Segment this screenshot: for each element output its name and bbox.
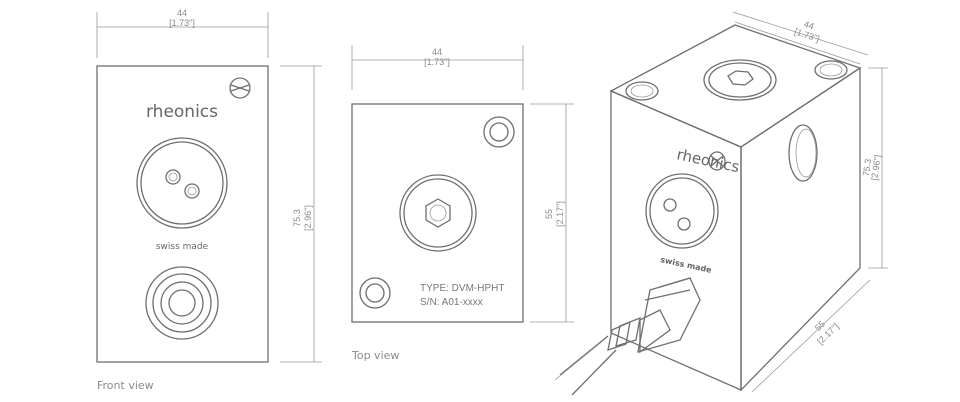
mounting-hole-icon [625, 81, 659, 101]
iso-height-mm: 75.3 [861, 158, 873, 177]
mounting-hole-icon [814, 60, 848, 80]
screw-icon [708, 151, 726, 171]
top-view-label: Top view [351, 349, 399, 362]
iso-right-face [740, 66, 861, 392]
front-width-in: [1.73"] [169, 18, 195, 28]
top-height-in: [2.17"] [555, 201, 565, 227]
front-swiss-made: swiss made [156, 242, 209, 252]
front-height-mm: 75.3 [292, 209, 302, 227]
front-height-in: [2.96"] [303, 205, 313, 231]
top-height-mm: 55 [544, 209, 554, 219]
mounting-hole-icon [483, 116, 515, 148]
iso-height-in: [2.96"] [869, 154, 882, 181]
iso-swiss-made: swiss made [660, 255, 713, 275]
top-body-outline [351, 103, 524, 323]
front-view-label: Front view [97, 379, 154, 392]
connector-port-icon [145, 266, 219, 340]
isometric-view: rheonics swiss made 44 [554, 11, 888, 396]
top-view: 44 [1.73"] TYPE: DVM-HPHT S/N: A01-xxxx … [351, 45, 574, 362]
type-label: TYPE: DVM-HPHT [420, 283, 504, 294]
front-view: 44 [1.73"] rheonics swiss made [96, 8, 322, 392]
iso-width-in: [1.73"] [793, 26, 821, 43]
screw-icon [229, 77, 251, 99]
front-brand-logo: rheonics [146, 102, 218, 122]
iso-brand-logo: rheonics [675, 145, 741, 176]
serial-label: S/N: A01-xxxx [420, 297, 483, 308]
side-port-icon [788, 124, 818, 182]
front-body-outline [96, 65, 269, 363]
iso-width-dimension-line [732, 11, 869, 56]
top-width-mm: 44 [432, 47, 442, 57]
mounting-hole-icon [359, 277, 391, 309]
iso-front-face [610, 90, 742, 391]
iso-width-mm: 44 [803, 19, 816, 32]
sensor-port-icon [645, 173, 719, 249]
hex-socket-icon [399, 174, 477, 252]
top-width-in: [1.73"] [424, 57, 450, 67]
iso-depth-dimension-line [751, 279, 871, 393]
cable-connector-icon [554, 277, 701, 396]
sensor-port-icon [136, 137, 228, 229]
front-width-mm: 44 [177, 8, 187, 18]
hex-socket-icon [703, 59, 777, 101]
